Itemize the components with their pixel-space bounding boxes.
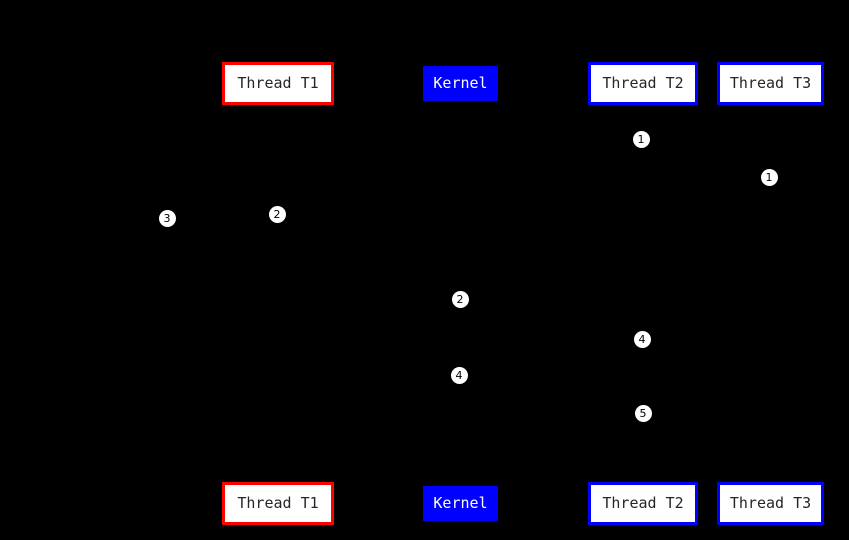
step-marker-t3-1[interactable]: 1 <box>760 168 778 186</box>
step-number: 4 <box>638 332 646 346</box>
lifeline-thread-t3 <box>770 105 772 482</box>
step-number: 5 <box>639 406 647 420</box>
step-number: 1 <box>765 170 773 184</box>
message-line <box>167 218 278 219</box>
step-number: 3 <box>163 211 171 225</box>
participant-box-thread-t1-top[interactable]: Thread T1 <box>222 62 334 105</box>
step-marker-t1-2[interactable]: 2 <box>268 205 286 223</box>
participant-label: Thread T2 <box>602 74 684 92</box>
step-marker-t2-5[interactable]: 5 <box>634 404 652 422</box>
participant-label: Kernel <box>433 494 488 512</box>
participant-label: Kernel <box>433 74 488 92</box>
step-number: 1 <box>637 132 645 146</box>
participant-label: Thread T2 <box>602 494 684 512</box>
participant-box-thread-t2-bottom[interactable]: Thread T2 <box>588 482 698 525</box>
step-marker-kernel-4[interactable]: 4 <box>450 366 468 384</box>
participant-label: Thread T3 <box>729 74 812 92</box>
lifeline-thread-t1 <box>278 105 280 482</box>
participant-box-thread-t1-bottom[interactable]: Thread T1 <box>222 482 334 525</box>
participant-box-thread-t2-top[interactable]: Thread T2 <box>588 62 698 105</box>
participant-label: Thread T1 <box>237 74 319 92</box>
participant-box-kernel-bottom[interactable]: Kernel <box>423 486 498 521</box>
step-marker-kernel-2[interactable]: 2 <box>451 290 469 308</box>
participant-box-kernel-top[interactable]: Kernel <box>423 66 498 101</box>
step-marker-t2-1[interactable]: 1 <box>632 130 650 148</box>
participant-label: Thread T1 <box>237 494 319 512</box>
lifeline-thread-t2 <box>643 105 645 482</box>
step-number: 2 <box>273 207 281 221</box>
participant-label: Thread T3 <box>729 494 812 512</box>
step-marker-t2-4[interactable]: 4 <box>633 330 651 348</box>
step-number: 4 <box>455 368 463 382</box>
participant-box-thread-t3-top[interactable]: Thread T3 <box>717 62 824 105</box>
step-number: 2 <box>456 292 464 306</box>
participant-box-thread-t3-bottom[interactable]: Thread T3 <box>717 482 824 525</box>
step-marker-t1-3[interactable]: 3 <box>158 209 176 227</box>
